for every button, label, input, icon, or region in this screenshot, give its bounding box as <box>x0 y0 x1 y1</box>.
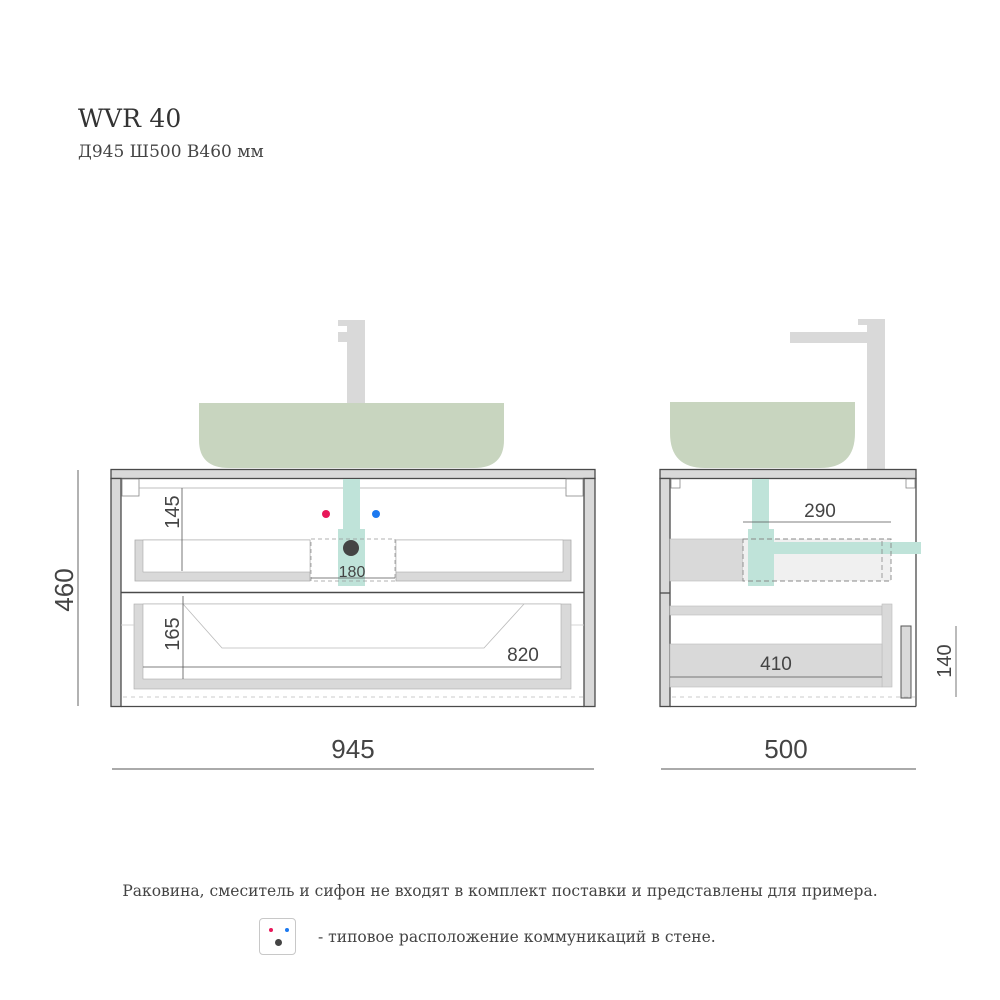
basin-front <box>199 403 504 468</box>
disclaimer-note: Раковина, смеситель и сифон не входят в … <box>122 882 878 900</box>
siphon-side <box>752 479 769 539</box>
hot-water-point-icon <box>322 510 330 518</box>
siphon-front <box>343 479 360 539</box>
faucet-front <box>338 320 365 404</box>
dim-bottom-drawer-width: 820 <box>507 645 539 666</box>
legend-text: - типовое расположение коммуникаций в ст… <box>318 927 716 946</box>
product-dimensions: Д945 Ш500 В460 мм <box>78 142 264 162</box>
dim-overall-height: 460 <box>49 568 79 611</box>
faucet-side <box>790 319 885 469</box>
front-view: 145 180 165 820 460 945 <box>49 320 596 770</box>
side-view: 290 410 140 500 <box>659 319 957 770</box>
drain-point-icon <box>343 540 359 556</box>
hot-water-dot-icon <box>269 928 273 932</box>
dim-drawer-length: 410 <box>760 654 792 675</box>
cold-water-dot-icon <box>285 928 289 932</box>
drain-dot-icon <box>275 939 282 946</box>
dim-overall-width: 945 <box>331 734 374 764</box>
dim-plinth-height: 140 <box>934 644 956 677</box>
dim-siphon-cutout: 180 <box>339 564 366 581</box>
dim-bottom-drawer-depth: 165 <box>162 617 184 650</box>
utilities-legend-icon <box>259 918 296 955</box>
legend: - типовое расположение коммуникаций в ст… <box>259 918 716 955</box>
dim-overall-depth: 500 <box>764 734 807 764</box>
dim-siphon-offset: 290 <box>804 501 836 522</box>
dim-top-drawer-depth: 145 <box>162 495 184 528</box>
basin-side <box>670 402 855 468</box>
product-title: WVR 40 <box>78 104 182 133</box>
cold-water-point-icon <box>372 510 380 518</box>
